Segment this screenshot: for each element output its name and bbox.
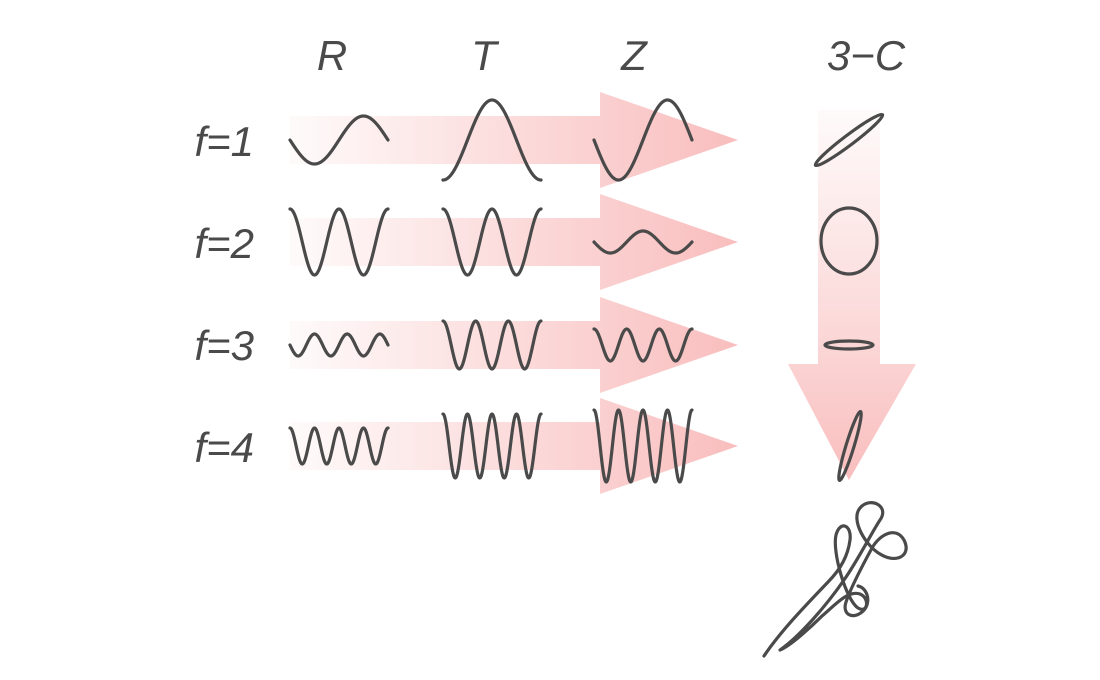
particle-motion-f1 xyxy=(813,112,885,168)
row-arrow-3 xyxy=(290,297,738,393)
particle-motion-f2 xyxy=(819,206,879,276)
row-label-f4: f=4 xyxy=(194,424,254,471)
column-header-t: T xyxy=(471,32,500,79)
row-arrow-2 xyxy=(290,194,738,290)
row-arrow-1 xyxy=(290,92,738,188)
waveform-r-f3 xyxy=(288,332,390,358)
waveform-r-f1 xyxy=(288,114,390,166)
waveform-z-f2 xyxy=(592,229,694,255)
waveform-z-f4 xyxy=(592,408,694,484)
waveform-t-f3 xyxy=(441,319,543,371)
waveform-t-f1 xyxy=(441,98,543,182)
waveform-z-f1 xyxy=(592,98,694,182)
waveform-t-f2 xyxy=(441,207,543,277)
row-label-f2: f=2 xyxy=(194,220,254,267)
row-label-f3: f=3 xyxy=(194,322,254,369)
waveform-t-f4 xyxy=(441,412,543,480)
waveform-z-f3 xyxy=(592,327,694,363)
column-header-z: Z xyxy=(620,32,648,79)
particle-motion-f4 xyxy=(837,409,863,483)
column-header-3c: 3−C xyxy=(827,32,906,79)
particle-motion-f3 xyxy=(823,339,875,351)
waveform-r-f2 xyxy=(288,207,390,277)
row-label-f1: f=1 xyxy=(194,118,254,165)
column-header-r: R xyxy=(317,32,347,79)
combined-particle-motion xyxy=(762,501,908,658)
waveform-r-f4 xyxy=(288,426,390,466)
combine-arrow xyxy=(788,110,916,480)
